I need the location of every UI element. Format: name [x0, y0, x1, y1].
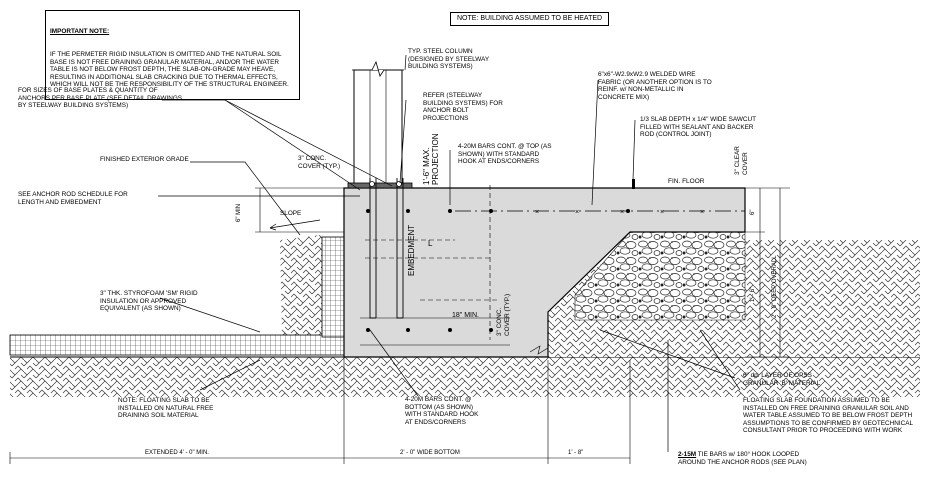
base-plate	[347, 182, 413, 189]
callout-tie-bars: 2-15M TIE BARS w/ 180° HOOK LOOPED AROUN…	[678, 451, 807, 466]
vertical-insulation	[321, 236, 345, 338]
label-fin-floor: FIN. FLOOR	[668, 178, 705, 185]
label-clear-cover: 3" CLEAR COVER	[734, 146, 749, 175]
callout-top-bars: 4-20M BARS CONT. @ TOP (AS SHOWN) WITH S…	[458, 143, 552, 166]
dim-extended: EXTENDED 4' - 0" MIN.	[145, 450, 209, 456]
label-l: L	[428, 239, 433, 248]
important-note-heading: IMPORTANT NOTE:	[50, 28, 110, 36]
svg-text:×: ×	[620, 209, 624, 216]
label-embedment: EMBEDMENT	[407, 224, 416, 276]
svg-text:×: ×	[575, 209, 579, 216]
callout-finished-grade: FINISHED EXTERIOR GRADE	[100, 156, 189, 163]
granular-b-gravel	[574, 231, 746, 321]
callout-anchor-bolt-projections: REFER (STEELWAY BUILDING SYSTEMS) FOR AN…	[423, 92, 503, 122]
label-max-projection: 1'-6" MAX. PROJECTION	[422, 133, 440, 185]
callout-granular-layer: 6" dp. LAYER OF OPSS GRANULAR 'B' MATERI…	[743, 372, 821, 387]
dim-6-min: 6" MIN	[236, 203, 242, 222]
dim-2-0-bottom: 2' - 0" WIDE BOTTOM	[400, 450, 460, 456]
sawcut-joint	[632, 179, 635, 189]
exterior-soil	[280, 235, 330, 335]
label-conc-cover: 3" CONC. COVER (TYP.)	[298, 155, 341, 170]
important-note-text: IF THE PERMETER RIGID INSULATION IS OMIT…	[50, 50, 289, 89]
callout-sawcut: 1/3 SLAB DEPTH x 1/4" WIDE SAWCUT FILLED…	[640, 116, 757, 139]
native-soil	[10, 357, 920, 397]
svg-text:×: ×	[700, 209, 704, 216]
label-18-min: 18" MIN.	[452, 312, 479, 319]
callout-bottom-bars: 4-20M BARS CONT. @ BOTTOM (AS SHOWN) WIT…	[405, 396, 479, 426]
callout-floating-foundation: FLOATING SLAB FOUNDATION ASSUMED TO BE I…	[743, 397, 914, 435]
callout-wire-fabric: 6"x6"-W2.9xW2.9 WELDED WIRE FABRIC (OR A…	[598, 71, 712, 101]
callout-steel-column: TYP. STEEL COLUMN (DESIGNED BY STEELWAY …	[408, 48, 490, 71]
svg-text:×: ×	[660, 209, 664, 216]
dim-2-0-overall: 2' - 0" DEEP OVERALL	[772, 255, 778, 318]
label-slope: SLOPE	[280, 210, 302, 217]
tie-bars-text: TIE BARS w/ 180° HOOK LOOPED AROUND THE …	[678, 451, 807, 466]
heated-note: NOTE: BUILDING ASSUMED TO BE HEATED	[450, 12, 610, 26]
svg-text:×: ×	[535, 209, 539, 216]
rigid-insulation	[9, 334, 351, 356]
leader-lines	[158, 54, 741, 452]
steel-column	[353, 69, 403, 187]
dim-6: 6"	[750, 209, 756, 215]
label-conc-cover-2: 3" CONC. COVER (TYP.)	[496, 293, 511, 336]
tie-bars-qty: 2-15M	[678, 451, 697, 458]
callout-base-plates: FOR SIZES OF BASE PLATES & QUANTITY OF A…	[18, 87, 183, 110]
dimension-lines	[9, 187, 790, 464]
dim-1-6: 1' - 6"	[750, 286, 756, 302]
callout-anchor-rod-schedule: SEE ANCHOR ROD SCHEDULE FOR LENGTH AND E…	[18, 191, 128, 206]
callout-floating-slab-note: NOTE: FLOATING SLAB TO BE INSTALLED ON N…	[118, 397, 214, 420]
callout-styrofoam: 3" THK. STYROFOAM 'SM' RIGID INSULATION …	[100, 290, 198, 313]
concrete-thickened-slab	[343, 187, 746, 358]
dim-1-8: 1' - 8"	[568, 450, 584, 456]
important-note: IMPORTANT NOTE: IF THE PERMETER RIGID IN…	[45, 10, 300, 100]
